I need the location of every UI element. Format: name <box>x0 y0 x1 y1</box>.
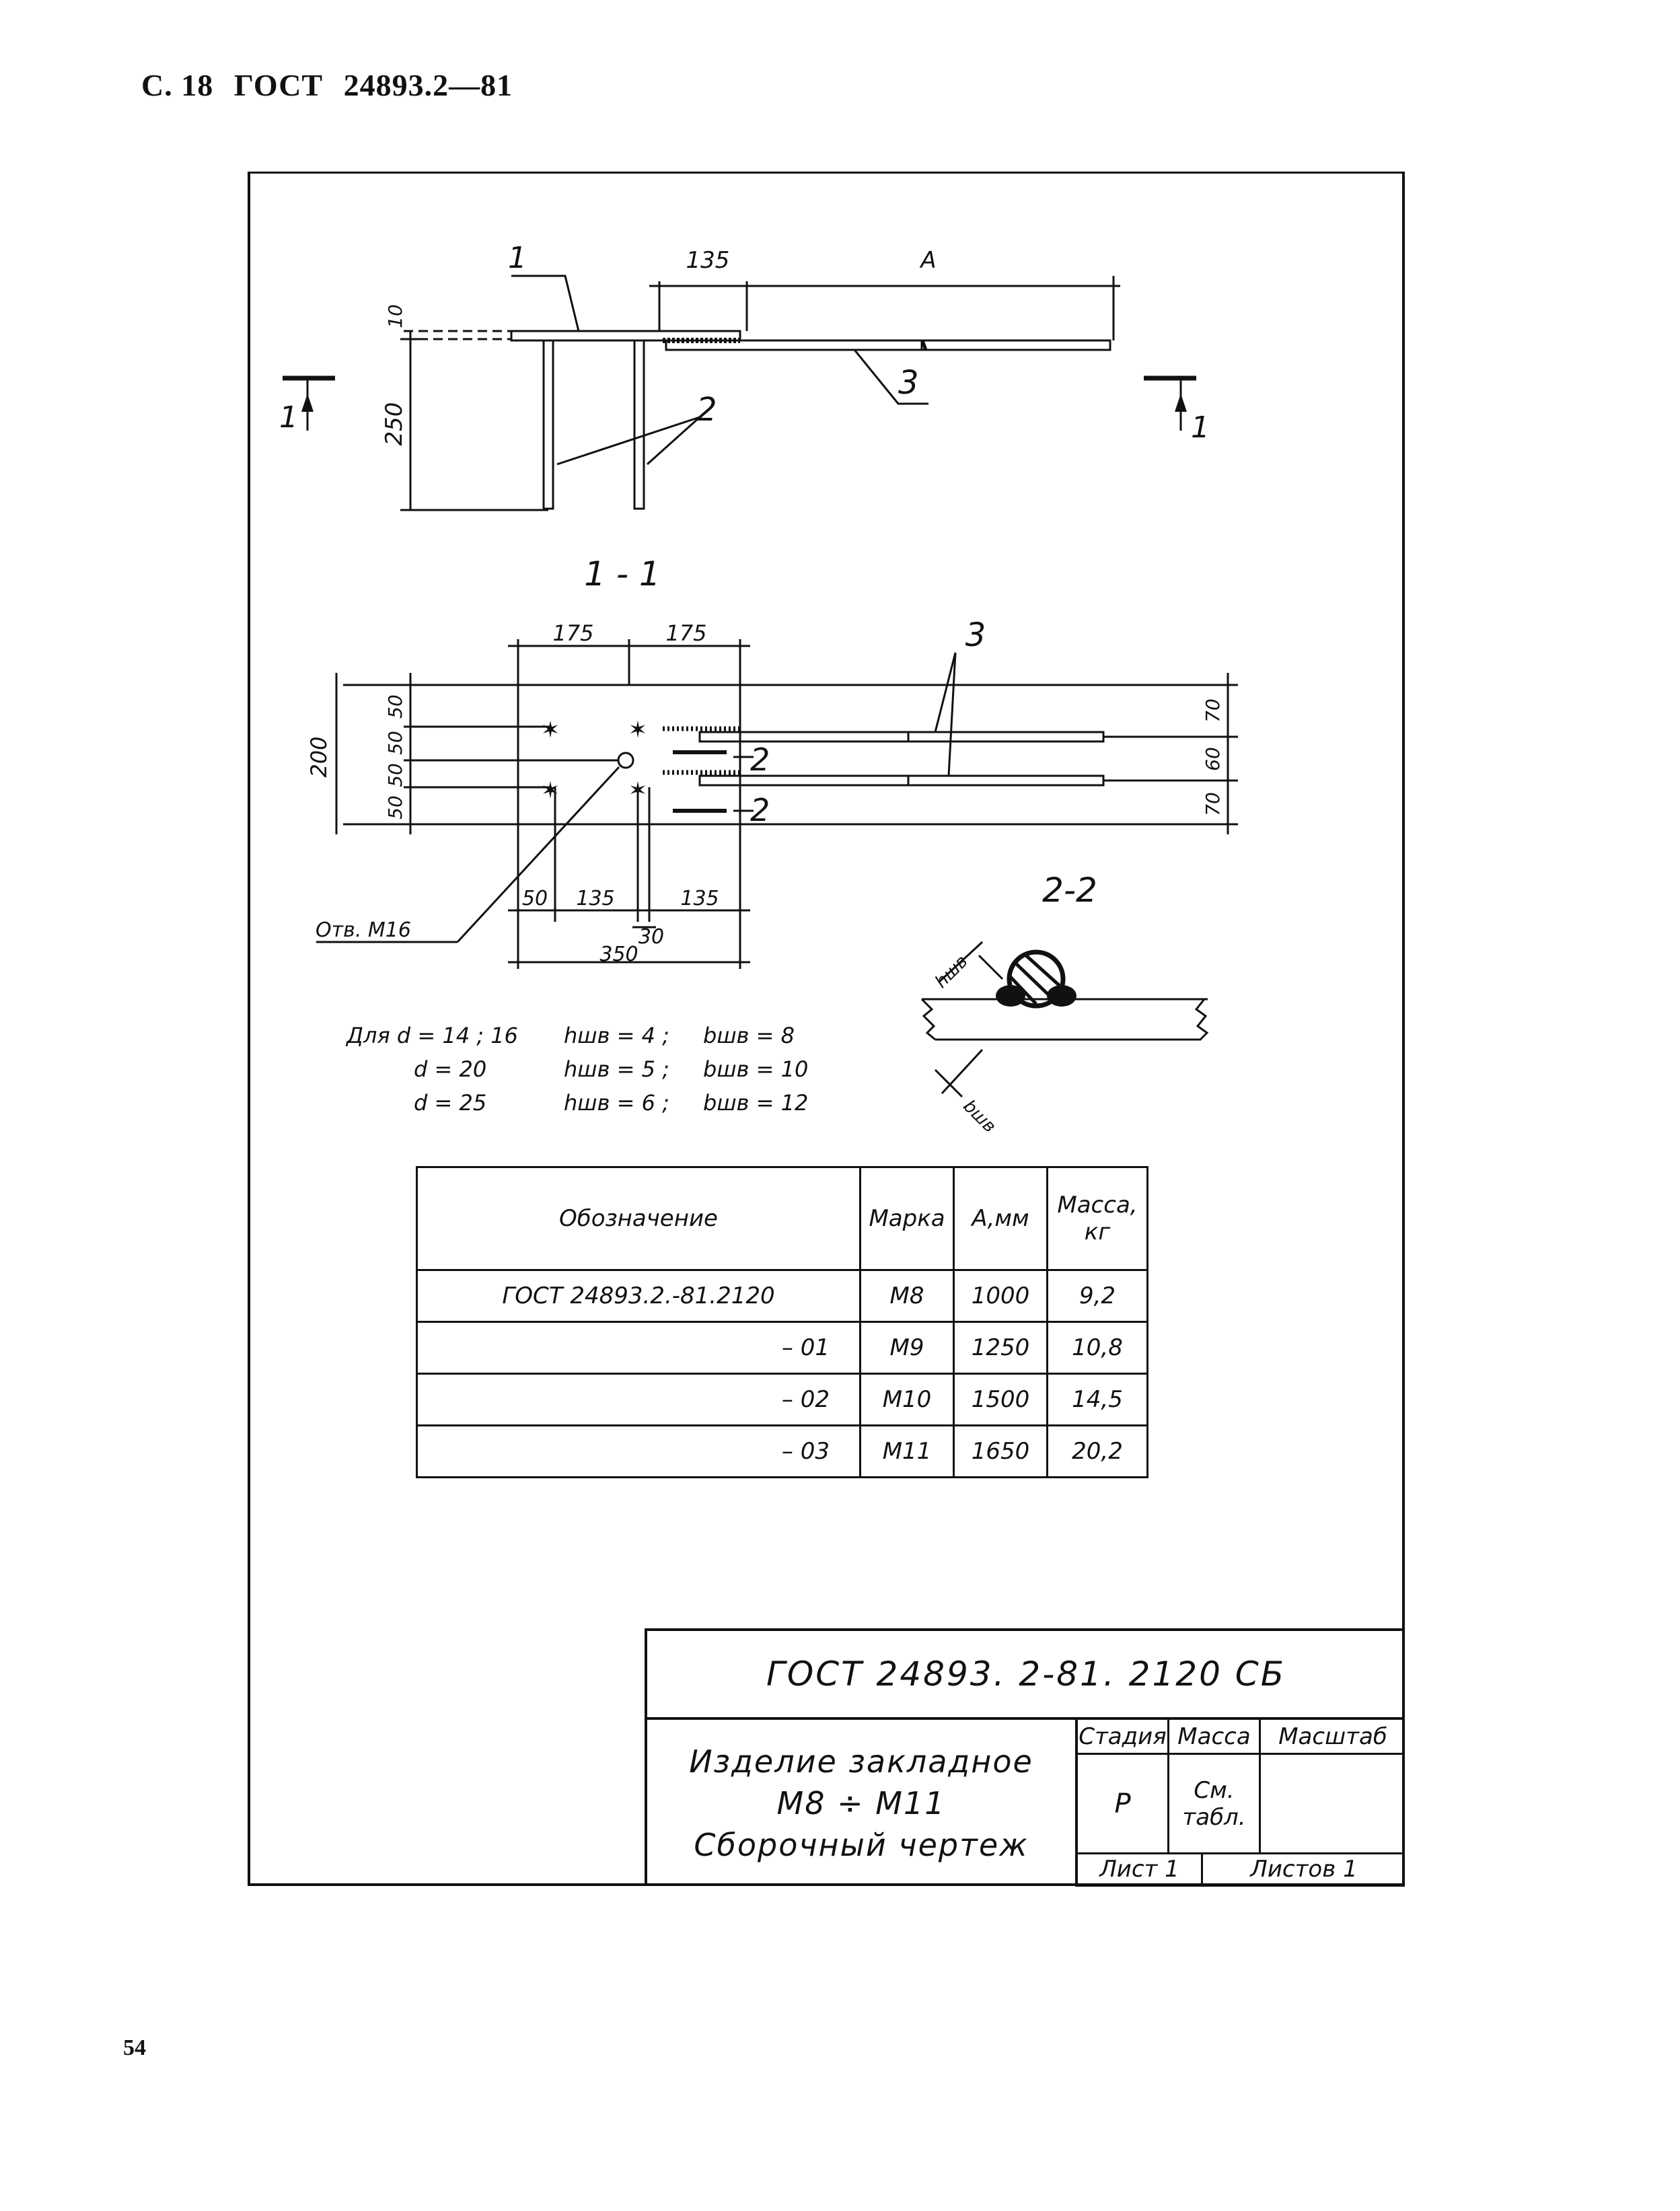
drawing-frame <box>248 172 1405 1886</box>
weld-note-h-3: hшв = 6 ; <box>564 1090 669 1116</box>
dim-200: 200 <box>306 736 332 777</box>
dim-left-2: 50 <box>384 731 406 755</box>
product-name-line2: М8 ÷ М11 <box>776 1785 946 1821</box>
section-mark-right: 1 <box>1191 410 1210 445</box>
product-name-line1: Изделие закладное <box>689 1743 1033 1780</box>
svg-text:✶: ✶ <box>541 777 560 804</box>
mass-value: См. табл. <box>1169 1755 1261 1854</box>
stage-header: Стадия <box>1078 1720 1169 1755</box>
svg-text:✶: ✶ <box>541 717 560 744</box>
table-row: ГОСТ 24893.2.-81.2120 М8 1000 9,2 <box>416 1269 1148 1323</box>
mass-header: Масса <box>1169 1720 1261 1755</box>
dim-175-left: 175 <box>552 620 593 646</box>
table-row: – 02 М10 1500 14,5 <box>416 1373 1148 1426</box>
cell-designation: – 02 <box>416 1373 861 1426</box>
dim-left-3: 50 <box>384 763 406 787</box>
weld-b-label: bшв <box>959 1096 1000 1137</box>
dim-350: 350 <box>599 943 638 966</box>
cell-designation: – 01 <box>416 1321 861 1375</box>
header-designation: Обозначение <box>416 1166 861 1271</box>
scale-value <box>1261 1755 1405 1854</box>
section-title-1-1: 1 - 1 <box>584 554 660 593</box>
position-3: 3 <box>898 364 919 402</box>
cell-mass: 9,2 <box>1046 1269 1148 1323</box>
dim-135: 135 <box>686 247 730 274</box>
cell-mark: М10 <box>859 1373 955 1426</box>
page-ref: С. 18 <box>141 68 214 102</box>
stage-value: Р <box>1078 1755 1169 1854</box>
page-number: 54 <box>123 2035 146 2060</box>
dim-250: 250 <box>381 402 408 446</box>
cell-a: 1000 <box>953 1269 1048 1323</box>
position-1: 1 <box>508 241 527 275</box>
cell-mass: 20,2 <box>1046 1424 1148 1478</box>
dim-right-70-top: 70 <box>1202 698 1224 723</box>
weld-note-d-1: Для d = 14 ; 16 <box>345 1023 518 1048</box>
header-mark: Марка <box>859 1166 955 1271</box>
weld-note-b-3: bшв = 12 <box>703 1090 808 1116</box>
dim-right-70-bottom: 70 <box>1202 792 1224 816</box>
position-2-lower: 2 <box>750 792 770 828</box>
dim-left-4: 50 <box>384 795 406 820</box>
page-header: С. 18 ГОСТ 24893.2—81 <box>141 67 525 103</box>
product-name: Изделие закладное М8 ÷ М11 Сборочный чер… <box>647 1720 1078 1887</box>
section-title-2-2: 2-2 <box>1042 871 1097 910</box>
weld-note-d-2: d = 20 <box>414 1056 486 1082</box>
weld-note-h-2: hшв = 5 ; <box>564 1056 669 1082</box>
weld-note-h-1: hшв = 4 ; <box>564 1023 669 1048</box>
position-2: 2 <box>696 391 717 429</box>
dim-bottom-135-left: 135 <box>576 887 614 910</box>
document-code: ГОСТ 24893. 2-81. 2120 СБ <box>647 1631 1405 1720</box>
cell-mass: 10,8 <box>1046 1321 1148 1375</box>
cell-mark: М9 <box>859 1321 955 1375</box>
cell-designation: – 03 <box>416 1424 861 1478</box>
dim-right-60: 60 <box>1202 747 1224 771</box>
weld-note-b-1: bшв = 8 <box>703 1023 795 1048</box>
title-block: ГОСТ 24893. 2-81. 2120 СБ Изделие заклад… <box>645 1628 1405 1887</box>
svg-text:✶: ✶ <box>628 777 648 804</box>
product-name-line3: Сборочный чертеж <box>694 1827 1029 1863</box>
dim-bottom-50: 50 <box>522 887 548 910</box>
sheets-total: Листов 1 <box>1203 1854 1405 1887</box>
position-2-upper: 2 <box>750 741 770 778</box>
dim-left-1: 50 <box>384 694 406 719</box>
cell-mark: М8 <box>859 1269 955 1323</box>
table-row: – 03 М11 1650 20,2 <box>416 1424 1148 1478</box>
dim-10: 10 <box>384 304 406 328</box>
hole-label: Отв. М16 <box>316 918 411 942</box>
table-row: – 01 М9 1250 10,8 <box>416 1321 1148 1375</box>
cell-a: 1250 <box>953 1321 1048 1375</box>
section-mark-left: 1 <box>279 400 298 435</box>
dim-175-right: 175 <box>665 620 706 646</box>
header-a: А,мм <box>953 1166 1048 1271</box>
position-3-plan: 3 <box>965 616 986 654</box>
weld-note-b-2: bшв = 10 <box>703 1056 808 1082</box>
cell-mark: М11 <box>859 1424 955 1478</box>
header-mass: Масса, кг <box>1046 1166 1148 1271</box>
dim-30: 30 <box>638 925 664 949</box>
table-header-row: Обозначение Марка А,мм Масса, кг <box>416 1166 1148 1271</box>
weld-note-d-3: d = 25 <box>414 1090 486 1116</box>
standard-number: 24893.2—81 <box>343 68 513 102</box>
dim-bottom-135-right: 135 <box>680 887 719 910</box>
standard-label: ГОСТ <box>233 68 324 102</box>
scale-header: Масштаб <box>1261 1720 1405 1755</box>
cell-designation: ГОСТ 24893.2.-81.2120 <box>416 1269 861 1323</box>
svg-text:✶: ✶ <box>628 717 648 744</box>
sheet-number: Лист 1 <box>1078 1854 1203 1887</box>
specification-table: Обозначение Марка А,мм Масса, кг ГОСТ 24… <box>416 1166 1148 1478</box>
dim-a: A <box>919 247 936 274</box>
cell-a: 1500 <box>953 1373 1048 1426</box>
cell-mass: 14,5 <box>1046 1373 1148 1426</box>
cell-a: 1650 <box>953 1424 1048 1478</box>
